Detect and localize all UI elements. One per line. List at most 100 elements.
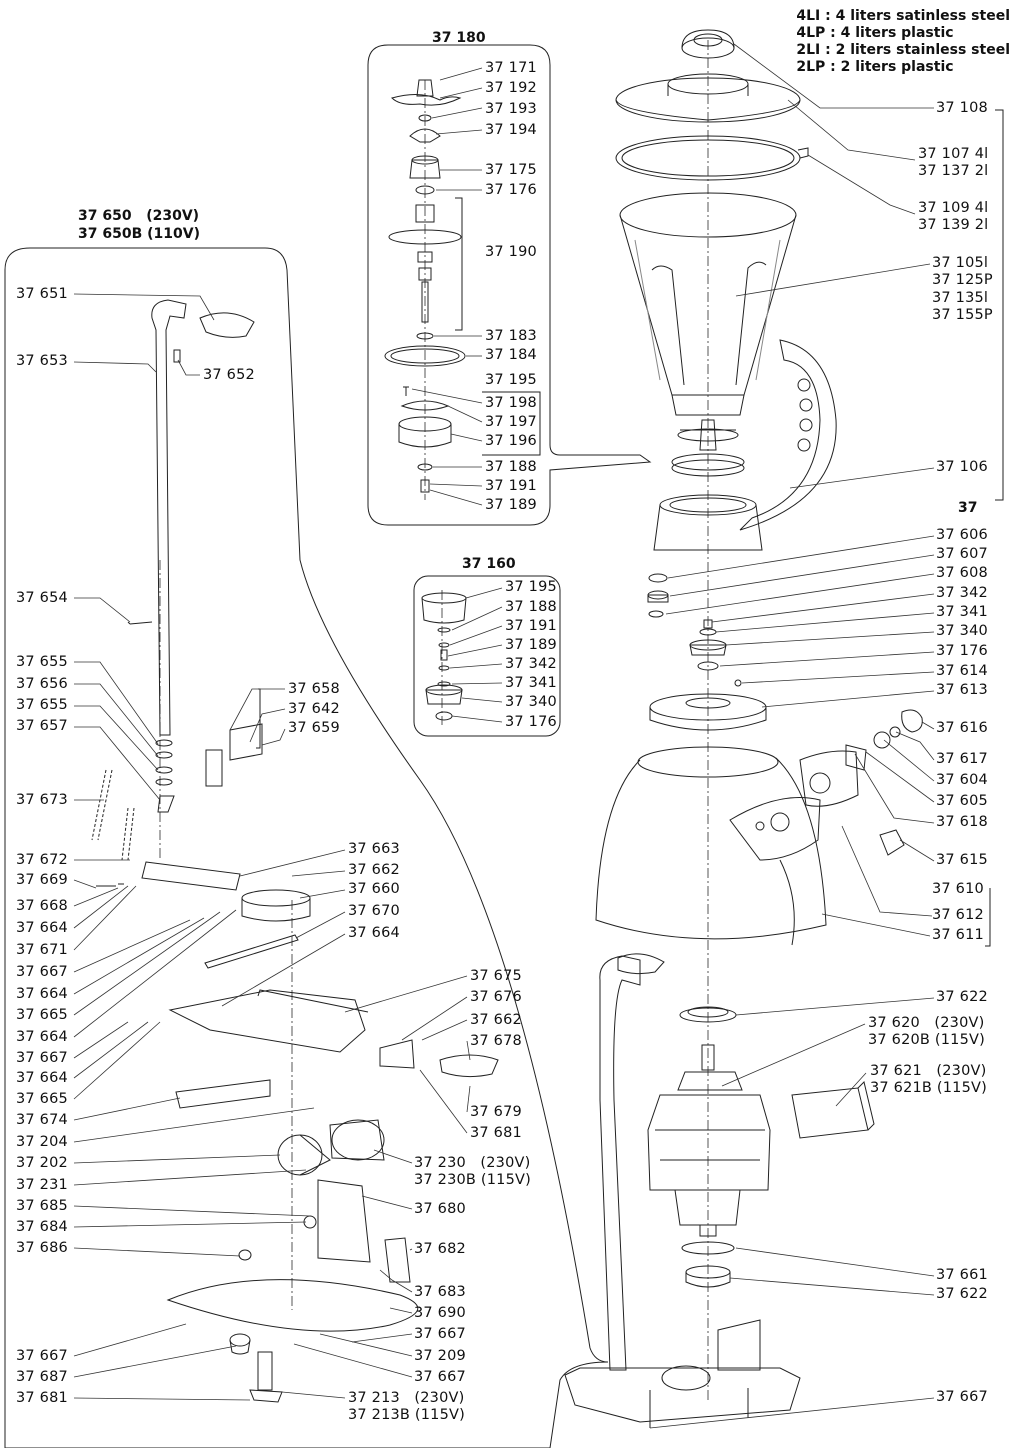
part-label: 37 661 [936,1267,988,1283]
part-label: 37 137 2l [918,163,989,179]
part-label: 37 676 [470,989,522,1005]
coupling-parts [647,573,742,687]
part-label: 37 108 [936,100,988,116]
part-label: 37 135l [932,290,989,306]
legend-item: 4LP : 4 liters plastic [796,25,954,41]
part-label: 37 655 [16,697,68,713]
part-label: 37 685 [16,1198,68,1214]
part-label: 37 667 [16,964,68,980]
part-label: 37 667 [16,1348,68,1364]
part-label: 37 656 [16,676,68,692]
legend-item: 2LI : 2 liters stainless steel [796,42,1010,58]
part-label: 37 678 [470,1033,522,1049]
part-label: 37 191 [505,618,557,634]
part-label: 37 652 [203,367,255,383]
part-label: 37 230 (230V) [414,1155,531,1171]
part-label: 37 687 [16,1369,68,1385]
part-label: 37 621B (115V) [870,1080,988,1096]
part-label: 37 664 [348,925,400,941]
part-label: 37 341 [936,604,988,620]
part-label: 37 176 [505,714,557,730]
part-label: 37 195 [505,579,557,595]
part-label: 37 683 [414,1284,466,1300]
part-label: 37 651 [16,286,68,302]
part-label: 37 190 [485,244,537,260]
part-label: 37 196 [485,433,537,449]
part-label: 37 671 [16,942,68,958]
part-label: 37 665 [16,1007,68,1023]
part-label: 37 183 [485,328,537,344]
part-label: 37 658 [288,681,340,697]
part-label: 37 617 [936,751,988,767]
part-label: 37 231 [16,1177,68,1193]
part-label: 37 681 [16,1390,68,1406]
part-label: 37 193 [485,101,537,117]
part-label: 37 189 [505,637,557,653]
part-label: 37 342 [936,585,988,601]
bracket-37190 [455,197,463,331]
jar-blade [677,419,739,451]
part-label: 37 613 [936,682,988,698]
part-label: 37 614 [936,663,988,679]
part-label: 37 610 [932,881,984,897]
capacitor [791,1081,875,1139]
jar-lid-cap [681,29,735,59]
frame-37180 [367,44,652,526]
part-label: 37 655 [16,654,68,670]
part-label: 37 171 [485,60,537,76]
motor-housing [595,746,827,946]
part-label: 37 197 [485,414,537,430]
title-37160: 37 160 [462,556,516,572]
part-label: 37 209 [414,1348,466,1364]
leader-lines [73,43,935,1429]
part-label: 37 642 [288,701,340,717]
lever-assembly-650 [91,299,499,1403]
part-label: 37 667 [414,1326,466,1342]
part-label: 37 675 [470,968,522,984]
coupling-assembly-160 [421,592,467,721]
part-label: 37 615 [936,852,988,868]
part-label: 37 230B (115V) [414,1172,532,1188]
legend: 4LI : 4 liters satinless steel 4LP : 4 l… [796,8,1010,76]
part-label: 37 670 [348,903,400,919]
part-label: 37 175 [485,162,537,178]
part-label: 37 669 [16,872,68,888]
part-label: 37 665 [16,1091,68,1107]
part-label: 37 176 [936,643,988,659]
part-label: 37 605 [936,793,988,809]
part-label: 37 176 [485,182,537,198]
jar-gasket [615,135,809,181]
part-label: 37 189 [485,497,537,513]
part-label: 37 125P [932,272,993,288]
part-label: 37 202 [16,1155,68,1171]
part-label: 37 155P [932,307,993,323]
jar-base-ring [671,453,745,477]
part-label: 37 664 [16,986,68,1002]
part-label: 37 204 [16,1134,68,1150]
part-label: 37 611 [932,927,984,943]
part-label: 37 616 [936,720,988,736]
part-label: 37 621 (230V) [870,1063,987,1079]
bracket-37195 [482,391,541,456]
part-label: 37 106 [936,459,988,475]
title-37180: 37 180 [432,30,486,46]
control-panel [799,709,923,856]
part-label: 37 686 [16,1240,68,1256]
part-label: 37 690 [414,1305,466,1321]
title-37650: 37 650 (230V) [78,208,200,224]
jar-base [653,494,763,551]
part-label: 37 659 [288,720,340,736]
part-label: 37 606 [936,527,988,543]
part-label: 37 662 [348,862,400,878]
jar-container [619,192,797,416]
part-label: 37 608 [936,565,988,581]
part-label: 37 664 [16,920,68,936]
frame-37160 [413,575,561,737]
part-label: 37 188 [505,599,557,615]
part-label: 37 674 [16,1112,68,1128]
motor-seal-lower [681,1241,735,1288]
part-label: 37 653 [16,353,68,369]
part-label: 37 604 [936,772,988,788]
